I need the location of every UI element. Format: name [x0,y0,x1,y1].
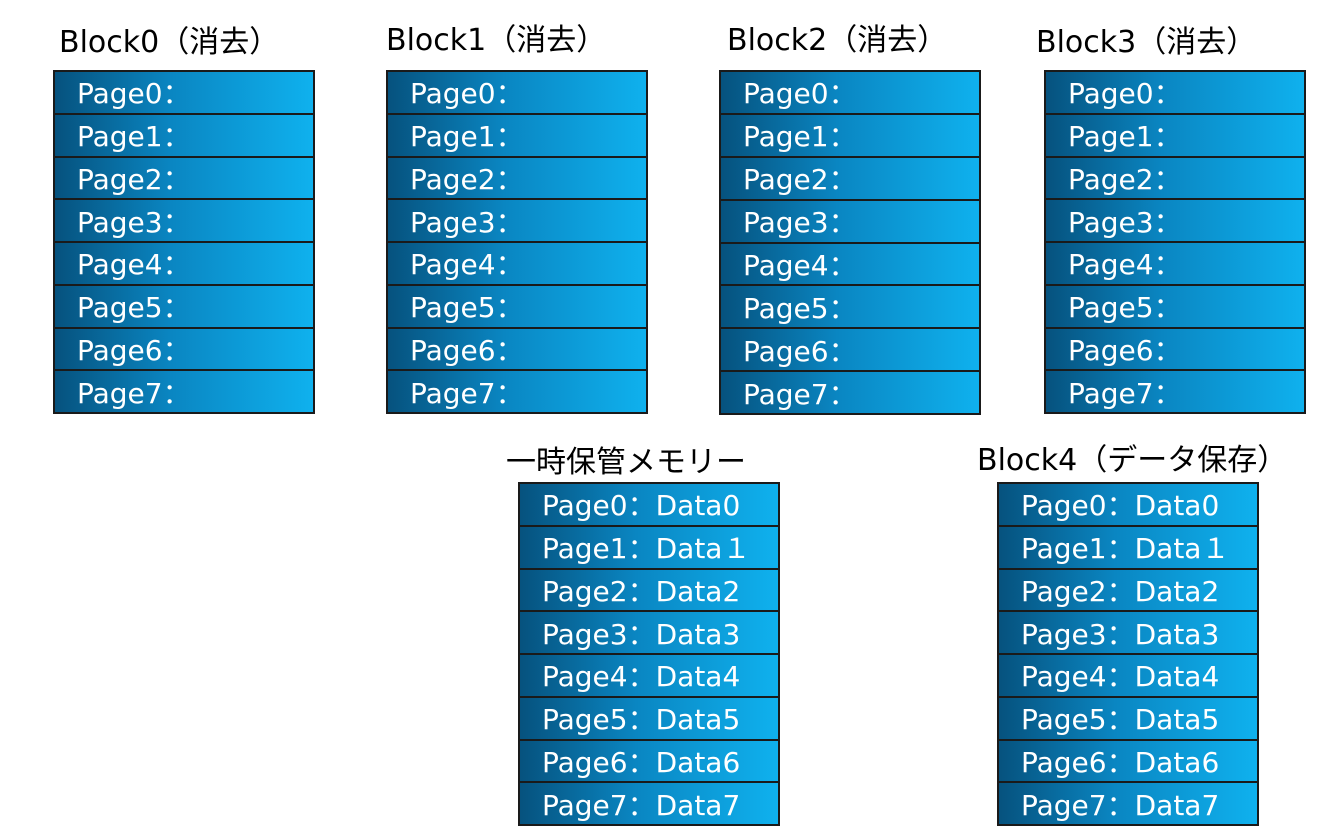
page-row: Page5： [388,285,646,327]
page-row: Page3：Data3 [520,612,778,653]
page-row: Page5：Data5 [520,697,778,739]
page-row: Page3： [388,200,646,241]
page-row: Page0： [388,72,646,113]
page-row: Page7： [721,372,979,413]
page-row: Page7：Data7 [520,783,778,824]
page-row: Page5： [721,286,979,328]
page-row: Page2：Data2 [999,569,1257,611]
page-row: Page4： [1046,243,1304,284]
page-list: Page0： Page1： Page2： Page3： Page4： Page5… [386,70,648,414]
page-list: Page0：Data0 Page1：Data１ Page2：Data2 Page… [997,482,1259,826]
block-title: Block4（データ保存） [977,443,1288,478]
temp-memory: 一時保管メモリー Page0：Data0 Page1：Data１ Page2：D… [506,446,780,828]
page-row: Page3：Data3 [999,612,1257,653]
page-list: Page0： Page1： Page2： Page3： Page4： Page5… [53,70,315,414]
page-row: Page4：Data4 [520,655,778,696]
page-row: Page3： [1046,200,1304,241]
block-title: 一時保管メモリー [506,445,746,480]
block-title: Block2（消去） [727,23,948,58]
page-row: Page4：Data4 [999,655,1257,696]
page-row: Page0：Data0 [999,484,1257,525]
block-title: Block0（消去） [59,25,280,60]
page-row: Page4： [721,243,979,285]
block-1: Block1（消去） Page0： Page1： Page2： Page3： P… [386,24,648,414]
page-row: Page1： [388,114,646,156]
page-list: Page0： Page1： Page2： Page3： Page4： Page5… [1044,70,1306,414]
page-row: Page2： [388,157,646,199]
page-row: Page0： [1046,72,1304,113]
page-row: Page6： [388,328,646,370]
page-row: Page3： [55,200,313,241]
page-row: Page6： [55,328,313,370]
page-row: Page0： [55,72,313,113]
page-row: Page5： [1046,285,1304,327]
block-3: Block3（消去） Page0： Page1： Page2： Page3： P… [1036,26,1306,414]
page-row: Page7： [55,371,313,412]
page-row: Page6：Data6 [520,740,778,782]
page-row: Page4： [55,243,313,284]
page-row: Page1： [55,114,313,156]
page-row: Page1： [721,114,979,156]
page-row: Page2： [55,157,313,199]
page-row: Page1：Data１ [520,526,778,568]
page-row: Page7：Data7 [999,783,1257,824]
block-0: Block0（消去） Page0： Page1： Page2： Page3： P… [53,26,315,414]
block-title: Block1（消去） [386,23,607,58]
page-row: Page0： [721,72,979,113]
block-title: Block3（消去） [1036,25,1257,60]
page-list: Page0： Page1： Page2： Page3： Page4： Page5… [719,70,981,415]
page-row: Page5： [55,285,313,327]
page-row: Page2：Data2 [520,569,778,611]
page-row: Page7： [1046,371,1304,412]
page-row: Page7： [388,371,646,412]
page-row: Page3： [721,200,979,242]
page-row: Page2： [1046,157,1304,199]
page-row: Page5：Data5 [999,697,1257,739]
page-row: Page6： [1046,328,1304,370]
page-row: Page2： [721,157,979,199]
page-row: Page0：Data0 [520,484,778,525]
block-2: Block2（消去） Page0： Page1： Page2： Page3： P… [719,24,981,415]
page-row: Page1： [1046,114,1304,156]
block-4: Block4（データ保存） Page0：Data0 Page1：Data１ Pa… [977,444,1287,828]
page-row: Page6：Data6 [999,740,1257,782]
page-row: Page4： [388,243,646,284]
page-list: Page0：Data0 Page1：Data１ Page2：Data2 Page… [518,482,780,826]
page-row: Page6： [721,329,979,371]
page-row: Page1：Data１ [999,526,1257,568]
